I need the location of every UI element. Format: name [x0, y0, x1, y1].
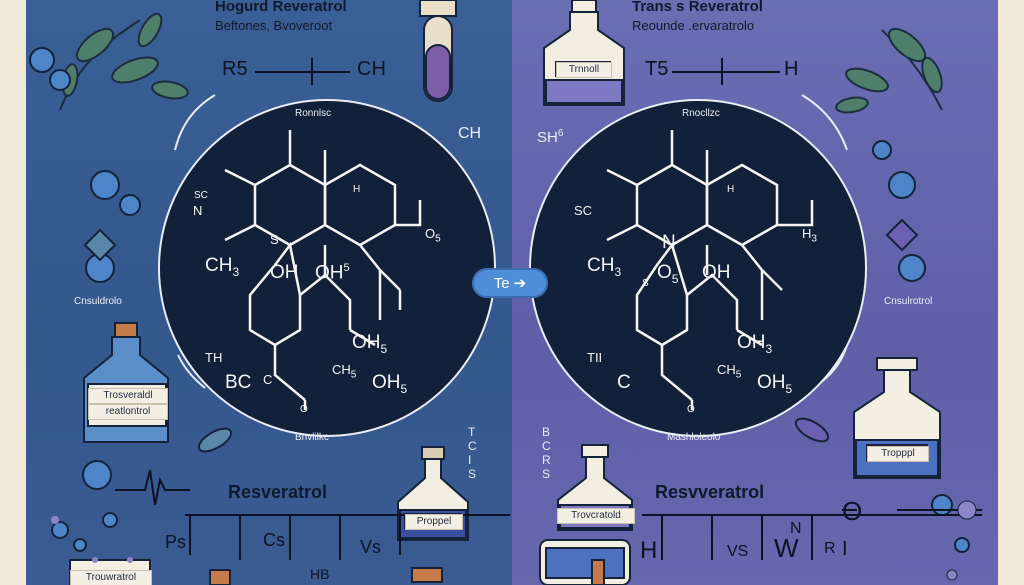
left-formula-right: CH [357, 58, 386, 80]
right-chem-ch: CH5 [717, 362, 742, 381]
right-chem-c: C [617, 372, 631, 393]
left-bottle-label-1: Trosveraldl [88, 388, 168, 404]
left-chem-c: C [263, 372, 273, 387]
jar-icon [411, 567, 443, 583]
left-chem-h: H [353, 184, 361, 195]
right-circle-bottom-label: Mashloleolo [667, 432, 721, 443]
berries-icon [29, 47, 141, 552]
leaf-cluster-icon [83, 228, 233, 453]
left-chem-oh2: OH5 [315, 262, 350, 284]
left-chem-sc: SC [194, 190, 208, 201]
left-scale-p: Ps [165, 532, 187, 552]
transition-arrow-label: Te [493, 274, 510, 292]
right-chem-n: N [662, 232, 676, 253]
right-scale-w: W [774, 533, 799, 563]
right-illustration [529, 0, 982, 585]
right-outside-s: SH6 [537, 128, 564, 146]
left-title: Hogurd Reveratrol [215, 0, 347, 15]
test-tube-icon [419, 0, 457, 102]
berries-icon [872, 140, 970, 553]
right-chem-ch3: CH3 [587, 255, 622, 279]
right-scale-i: I [842, 538, 848, 560]
left-outside-ch: CH [458, 125, 482, 142]
left-circle-top-label: Ronnlsc [295, 108, 332, 119]
left-chem-oh3: OH5 [352, 332, 388, 356]
right-scale-o: O [842, 496, 863, 526]
left-chem-os: O5 [425, 226, 441, 245]
transition-arrow: Te ➔ [472, 268, 548, 298]
jar-icon [539, 539, 631, 585]
left-edge-strip [0, 0, 26, 585]
left-bottom-label: Resveratrol [228, 482, 328, 502]
left-chem-oh1: OH [270, 262, 299, 283]
left-chem-bc: BC [225, 372, 252, 393]
formula-bracket [255, 58, 350, 85]
right-formula-right: H [784, 58, 799, 80]
curved-arrow [174, 94, 216, 389]
leaf-branch-icon [835, 27, 943, 114]
right-chem-oh2: OH [702, 262, 731, 283]
right-chem-oh4: OH5 [757, 372, 793, 396]
left-chem-th: TH [205, 350, 223, 365]
left-formula-left: R5 [222, 58, 248, 80]
left-leaf-label: Cnsuldrolo [74, 296, 122, 307]
right-scale-r: R [824, 540, 836, 557]
right-bottle-top-label: Trnnoll [556, 62, 612, 78]
formula-bracket [672, 58, 780, 85]
left-circle-bottom-label: Bnvlilkc [295, 432, 329, 443]
right-chem-n-label: SC [574, 203, 593, 218]
right-chem-s: S [642, 278, 649, 289]
left-chem-n: N [193, 203, 203, 218]
right-formula-left: T5 [645, 58, 669, 80]
right-chem-o: O [687, 404, 695, 415]
left-scale-v: Vs [360, 537, 382, 557]
right-bottom-label: Resvveratrol [655, 482, 765, 502]
left-scale-c: Cs [263, 530, 285, 550]
left-bottle-label-2: reatlontrol [88, 404, 168, 420]
right-scale-n: N [790, 520, 802, 537]
right-scale-vs: VS [727, 543, 749, 560]
right-flask-label: Trovcratold [557, 508, 635, 524]
right-leaf-label: Cnsulrotrol [884, 296, 933, 307]
right-chem-oh3: OH3 [737, 332, 773, 356]
right-panel: Trans s Reveratrol Reounde .ervaratrolo … [512, 0, 1024, 585]
molecule-skeleton [224, 130, 422, 410]
left-chem-o: O [300, 404, 308, 415]
left-scale-h: HB [310, 566, 330, 582]
leaf-branch-icon [59, 12, 189, 111]
left-flask-label: Proppel [405, 514, 463, 530]
leaf-cluster-icon [794, 218, 919, 443]
scale-lines [642, 509, 982, 560]
left-chem-ch3: CH3 [205, 255, 240, 279]
right-chem-th: H3 [802, 226, 817, 245]
right-scale-h: H [640, 537, 658, 564]
left-subtitle: Beftones, Bvoveroot [215, 18, 333, 33]
right-side-letters: B C R S [542, 425, 551, 481]
left-chem-s: S [270, 232, 279, 247]
molecule-circle [529, 99, 867, 437]
bottle-icon [83, 322, 169, 443]
scale-dots [946, 500, 977, 581]
molecule-skeleton [606, 130, 814, 410]
right-circle-top-label: Rnocllzc [682, 108, 720, 119]
left-chem-oh4: OH5 [372, 372, 408, 396]
right-chem-tii: TII [587, 350, 603, 365]
arrow-right-icon: ➔ [513, 275, 527, 292]
scale-dots [51, 516, 133, 563]
left-panel: Hogurd Reveratrol Beftones, Bvoveroot R5… [0, 0, 512, 585]
right-chem-h: H [727, 184, 735, 195]
right-title: Trans s Reveratrol [632, 0, 763, 15]
left-side-letters: T C I S [468, 425, 477, 481]
bottle-icon [543, 0, 625, 106]
right-bottle-label: Tropppl [867, 446, 929, 462]
right-chem-os: O5 [657, 262, 679, 286]
right-edge-strip [998, 0, 1024, 585]
right-subtitle: Reounde .ervaratrolo [632, 18, 755, 33]
left-chem-ch: CH5 [332, 362, 357, 381]
left-bottle-bottom-label: Trouwratrol [70, 570, 152, 585]
